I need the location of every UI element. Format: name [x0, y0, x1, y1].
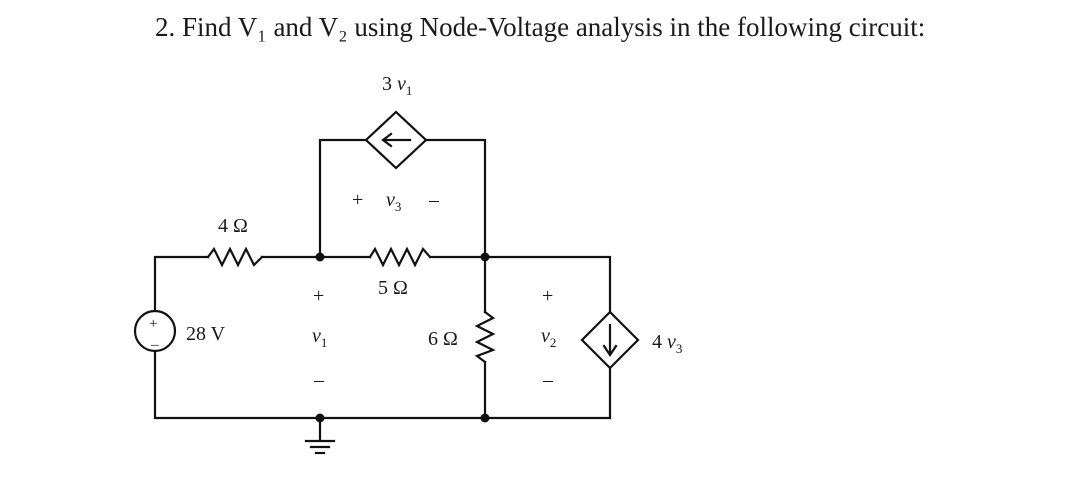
- v2-plus: +: [542, 285, 553, 307]
- node-dot: [315, 413, 325, 423]
- resistor-6-label: 6 Ω: [428, 328, 458, 350]
- problem-number: 2.: [155, 12, 176, 42]
- resistor-6-icon: [474, 310, 496, 364]
- v1-plus: +: [313, 285, 324, 307]
- voltage-source-icon: + –: [133, 309, 177, 353]
- dependent-current-source-right-icon: [580, 310, 640, 370]
- v1-label: v1: [312, 325, 327, 350]
- resistor-4-icon: [206, 246, 264, 268]
- dep-source-top-label: 3 v1: [382, 73, 412, 98]
- svg-text:–: –: [150, 337, 159, 353]
- wire-node-b: [428, 255, 612, 314]
- v3-minus: –: [428, 189, 440, 211]
- voltage-source-label: 28 V: [186, 323, 226, 345]
- v3-label: v3: [386, 189, 401, 214]
- v2-minus: –: [542, 369, 554, 391]
- node-dot: [480, 413, 490, 423]
- v1-minus: –: [313, 369, 325, 391]
- node-dot: [480, 252, 490, 262]
- dep-source-right-label: 4 v3: [652, 331, 682, 356]
- wire-left-top: [153, 255, 210, 312]
- svg-text:+: +: [149, 316, 157, 332]
- problem-text: Find V₁ and V₂ using Node-Voltage analys…: [182, 12, 926, 42]
- v2-label: v2: [541, 325, 556, 350]
- problem-statement: 2. Find V₁ and V₂ using Node-Voltage ana…: [155, 12, 925, 43]
- resistor-5-icon: [368, 246, 432, 268]
- wire-top-left: [318, 138, 368, 259]
- resistor-4-label: 4 Ω: [218, 215, 248, 237]
- dependent-current-source-top-icon: [364, 110, 428, 170]
- wire-top-right: [424, 138, 487, 259]
- ground-icon: [304, 439, 336, 455]
- node-dot: [315, 252, 325, 262]
- v3-plus: +: [352, 189, 363, 211]
- wire-bottom: [153, 350, 612, 420]
- resistor-5-label: 5 Ω: [378, 277, 408, 299]
